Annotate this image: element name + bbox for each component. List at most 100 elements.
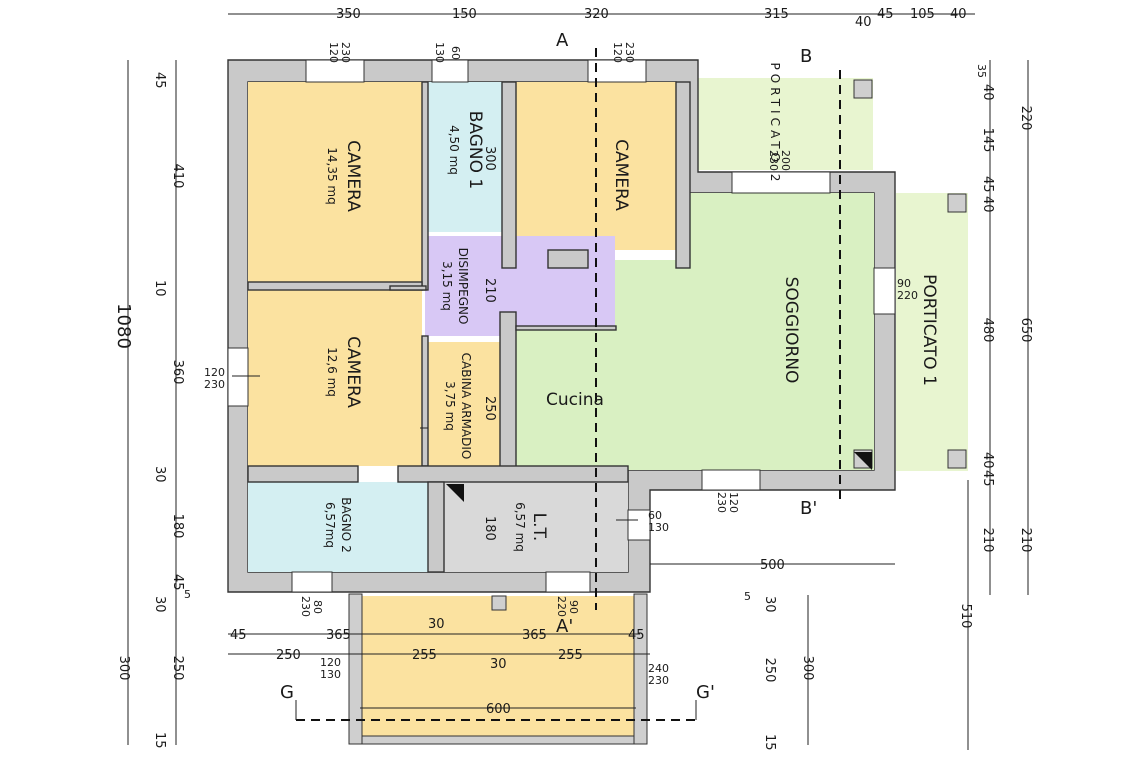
section-g-left: G bbox=[280, 682, 294, 703]
right-dim-45: 45 bbox=[980, 176, 995, 193]
open-w2b: 60 bbox=[449, 46, 462, 60]
bagno-2-name: BAGNO 2 bbox=[339, 497, 353, 552]
top-dim-320: 320 bbox=[584, 7, 609, 22]
right-dim-650: 650 bbox=[1018, 318, 1033, 343]
bagno-1-room bbox=[428, 82, 502, 232]
right-dim-480: 480 bbox=[980, 318, 995, 343]
cabina-label: CABINA ARMADIO 3,75 mq bbox=[443, 353, 473, 460]
left-dim-250: 250 bbox=[170, 656, 185, 681]
bagno-1-label: BAGNO 1 4,50 mq bbox=[447, 111, 485, 189]
section-a-bottom: A' bbox=[556, 616, 573, 637]
bottom-dim-365b: 365 bbox=[522, 628, 547, 643]
windows bbox=[227, 59, 896, 593]
cabina-area: 3,75 mq bbox=[443, 381, 457, 431]
open-w4b: 230 bbox=[767, 150, 780, 171]
right-dim-45b: 45 bbox=[980, 470, 995, 487]
right-dim-5: 5 bbox=[744, 590, 751, 603]
camera-2-room bbox=[248, 290, 422, 466]
top-dim-45: 45 bbox=[877, 7, 894, 22]
camera-2-label: CAMERA 12,6 mq bbox=[325, 336, 363, 408]
camera-1-room bbox=[248, 82, 422, 282]
camera-3-label: CAMERA bbox=[611, 139, 631, 211]
section-markers: A A' B B' G G' bbox=[280, 30, 817, 703]
right-dim-250: 250 bbox=[762, 658, 777, 683]
open-w3b: 230 bbox=[623, 42, 636, 63]
right-dim-210: 210 bbox=[980, 528, 995, 553]
top-dim-40b: 40 bbox=[950, 7, 967, 22]
right-dim-220: 220 bbox=[1018, 106, 1033, 131]
wall-h bbox=[247, 465, 359, 483]
camera-3-room bbox=[516, 82, 676, 250]
disimpegno-area: 3,15 mq bbox=[440, 261, 454, 311]
right-dim-145: 145 bbox=[980, 128, 995, 153]
open-w10: 90 bbox=[567, 600, 580, 614]
left-dim-30b: 30 bbox=[152, 596, 167, 613]
open-w1: 120 bbox=[327, 42, 340, 63]
wall-b bbox=[501, 81, 517, 269]
open-w12: 240 bbox=[648, 662, 669, 675]
lt-area: 6,57 mq bbox=[513, 502, 527, 552]
bagno-2-label: BAGNO 2 6,57mq bbox=[323, 497, 353, 552]
top-dimensions: 350 150 320 315 40 45 105 40 bbox=[336, 7, 967, 30]
inner-dim-180: 180 bbox=[482, 516, 497, 541]
right-dim-500: 500 bbox=[760, 558, 785, 573]
bottom-dim-600: 600 bbox=[486, 702, 511, 717]
left-dim-10: 10 bbox=[152, 280, 167, 297]
right-dim-40: 40 bbox=[980, 84, 995, 101]
open-w9b: 230 bbox=[299, 596, 312, 617]
wall-e bbox=[675, 81, 691, 269]
bagno-1-name: BAGNO 1 bbox=[465, 111, 485, 189]
left-dim-360: 360 bbox=[170, 360, 185, 385]
left-dim-line bbox=[127, 60, 177, 745]
wall-j bbox=[427, 481, 445, 573]
wall-i bbox=[397, 465, 629, 483]
right-dim-210b: 210 bbox=[1018, 528, 1033, 553]
terrace-columns bbox=[348, 593, 648, 745]
open-w9: 80 bbox=[311, 600, 324, 614]
camera-1-area: 14,35 mq bbox=[325, 147, 339, 204]
right-dim-40b: 40 bbox=[980, 196, 995, 213]
top-dim-105: 105 bbox=[910, 7, 935, 22]
open-w4: 200 bbox=[779, 150, 792, 171]
left-dim-45b: 45 bbox=[170, 574, 185, 591]
porticato-2-name: PORTICATO 2 bbox=[768, 63, 782, 186]
inner-dim-210: 210 bbox=[482, 278, 497, 303]
chimney-1 bbox=[854, 452, 872, 470]
bagno-1-area: 4,50 mq bbox=[447, 125, 461, 175]
camera-2-name: CAMERA bbox=[343, 336, 363, 408]
open-w8: 120 bbox=[204, 366, 225, 379]
disimpegno-label: DISIMPEGNO 3,15 mq bbox=[440, 248, 470, 325]
open-w6b: 230 bbox=[715, 492, 728, 513]
lt-name: L.T. bbox=[529, 513, 549, 542]
open-w11: 120 bbox=[320, 656, 341, 669]
porticato-1-area bbox=[896, 193, 968, 471]
camera-1-label: CAMERA 14,35 mq bbox=[325, 140, 363, 212]
right-dim-510: 510 bbox=[958, 604, 973, 629]
wall-f bbox=[421, 335, 429, 467]
bagno-2-area: 6,57mq bbox=[323, 502, 337, 548]
right-dim-40c: 40 bbox=[980, 452, 995, 469]
bottom-dim-255a: 255 bbox=[412, 648, 437, 663]
top-dim-150: 150 bbox=[452, 7, 477, 22]
section-b-bottom: B' bbox=[800, 498, 817, 519]
bottom-dim-30b: 30 bbox=[490, 657, 507, 672]
right-dim-30: 30 bbox=[762, 596, 777, 613]
bottom-dim-45b: 45 bbox=[628, 628, 645, 643]
open-w7b: 130 bbox=[648, 521, 669, 534]
open-w6: 120 bbox=[727, 492, 740, 513]
terrace-area bbox=[362, 596, 634, 740]
bagno-2-room bbox=[248, 482, 428, 572]
soggiorno-room bbox=[516, 193, 874, 470]
cabina-name: CABINA ARMADIO bbox=[459, 353, 473, 460]
bottom-dimensions: 45 365 30 365 45 250 255 30 255 600 bbox=[230, 617, 645, 717]
section-a-top: A bbox=[556, 30, 569, 51]
right-dim-15: 15 bbox=[762, 734, 777, 751]
section-g-right: G' bbox=[696, 682, 715, 703]
wall-l bbox=[389, 285, 427, 291]
open-w5: 90 bbox=[897, 277, 911, 290]
bottom-dim-line bbox=[228, 563, 895, 709]
chimney-2 bbox=[446, 484, 464, 502]
wall-g bbox=[499, 311, 517, 471]
open-w7: 60 bbox=[648, 509, 662, 522]
open-w12b: 230 bbox=[648, 674, 669, 687]
